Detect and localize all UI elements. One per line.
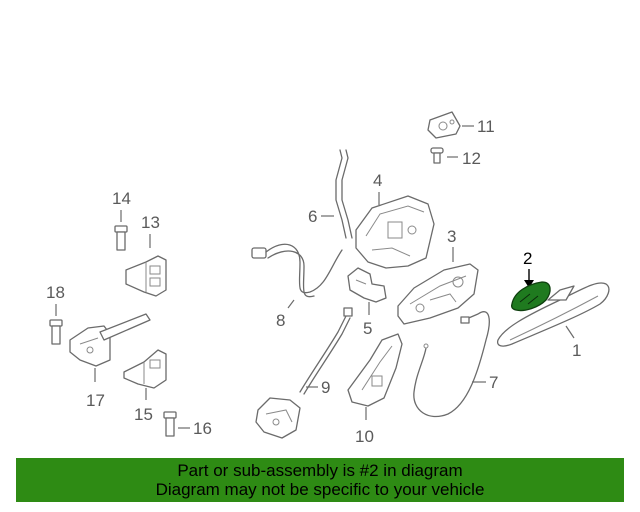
callout-6: 6 [308,207,317,226]
part-3-handle-carrier[interactable] [397,263,479,325]
callout-5: 5 [363,319,372,338]
callout-4: 4 [373,171,382,190]
callout-10: 10 [355,427,374,446]
part-6-rod[interactable] [335,149,353,239]
callout-13: 13 [141,213,160,232]
callout-2: 2 [523,249,532,268]
part-16-bolt[interactable] [163,411,177,437]
callout-7: 7 [489,373,498,392]
part-5-actuator[interactable] [347,267,387,303]
part-7-cable[interactable] [413,311,490,418]
part-17-door-check[interactable] [69,313,151,367]
callout-1: 1 [572,341,581,360]
callout-8: 8 [276,311,285,330]
callout-16: 16 [193,419,212,438]
info-banner: Part or sub-assembly is #2 in diagram Di… [16,458,624,502]
part-14-bolt[interactable] [114,225,128,251]
callout-11: 11 [477,117,495,136]
part-1-door-handle[interactable] [496,282,610,347]
part-13-hinge[interactable] [125,255,167,297]
part-15-hinge[interactable] [123,349,167,389]
banner-background [16,458,624,502]
callout-9: 9 [321,378,330,397]
callout-18: 18 [46,283,65,302]
callout-14: 14 [112,189,131,208]
banner-line-2: Diagram may not be specific to your vehi… [155,480,485,499]
callout-3: 3 [447,227,456,246]
banner-line-1: Part or sub-assembly is #2 in diagram [177,461,463,480]
part-8-cable[interactable] [251,243,343,298]
part-12-clip[interactable] [430,147,444,164]
callout-2-arrowhead [524,280,534,288]
callout-15: 15 [134,405,153,424]
callout-12: 12 [462,149,481,168]
part-10-bracket[interactable] [347,333,403,407]
callout-17: 17 [86,391,105,410]
part-18-bolt[interactable] [49,319,63,345]
part-2-highlighted[interactable] [510,281,551,312]
part-4-latch-assembly[interactable] [355,195,435,269]
part-9-cable-latch[interactable] [255,307,353,439]
part-11-bracket[interactable] [427,111,461,139]
